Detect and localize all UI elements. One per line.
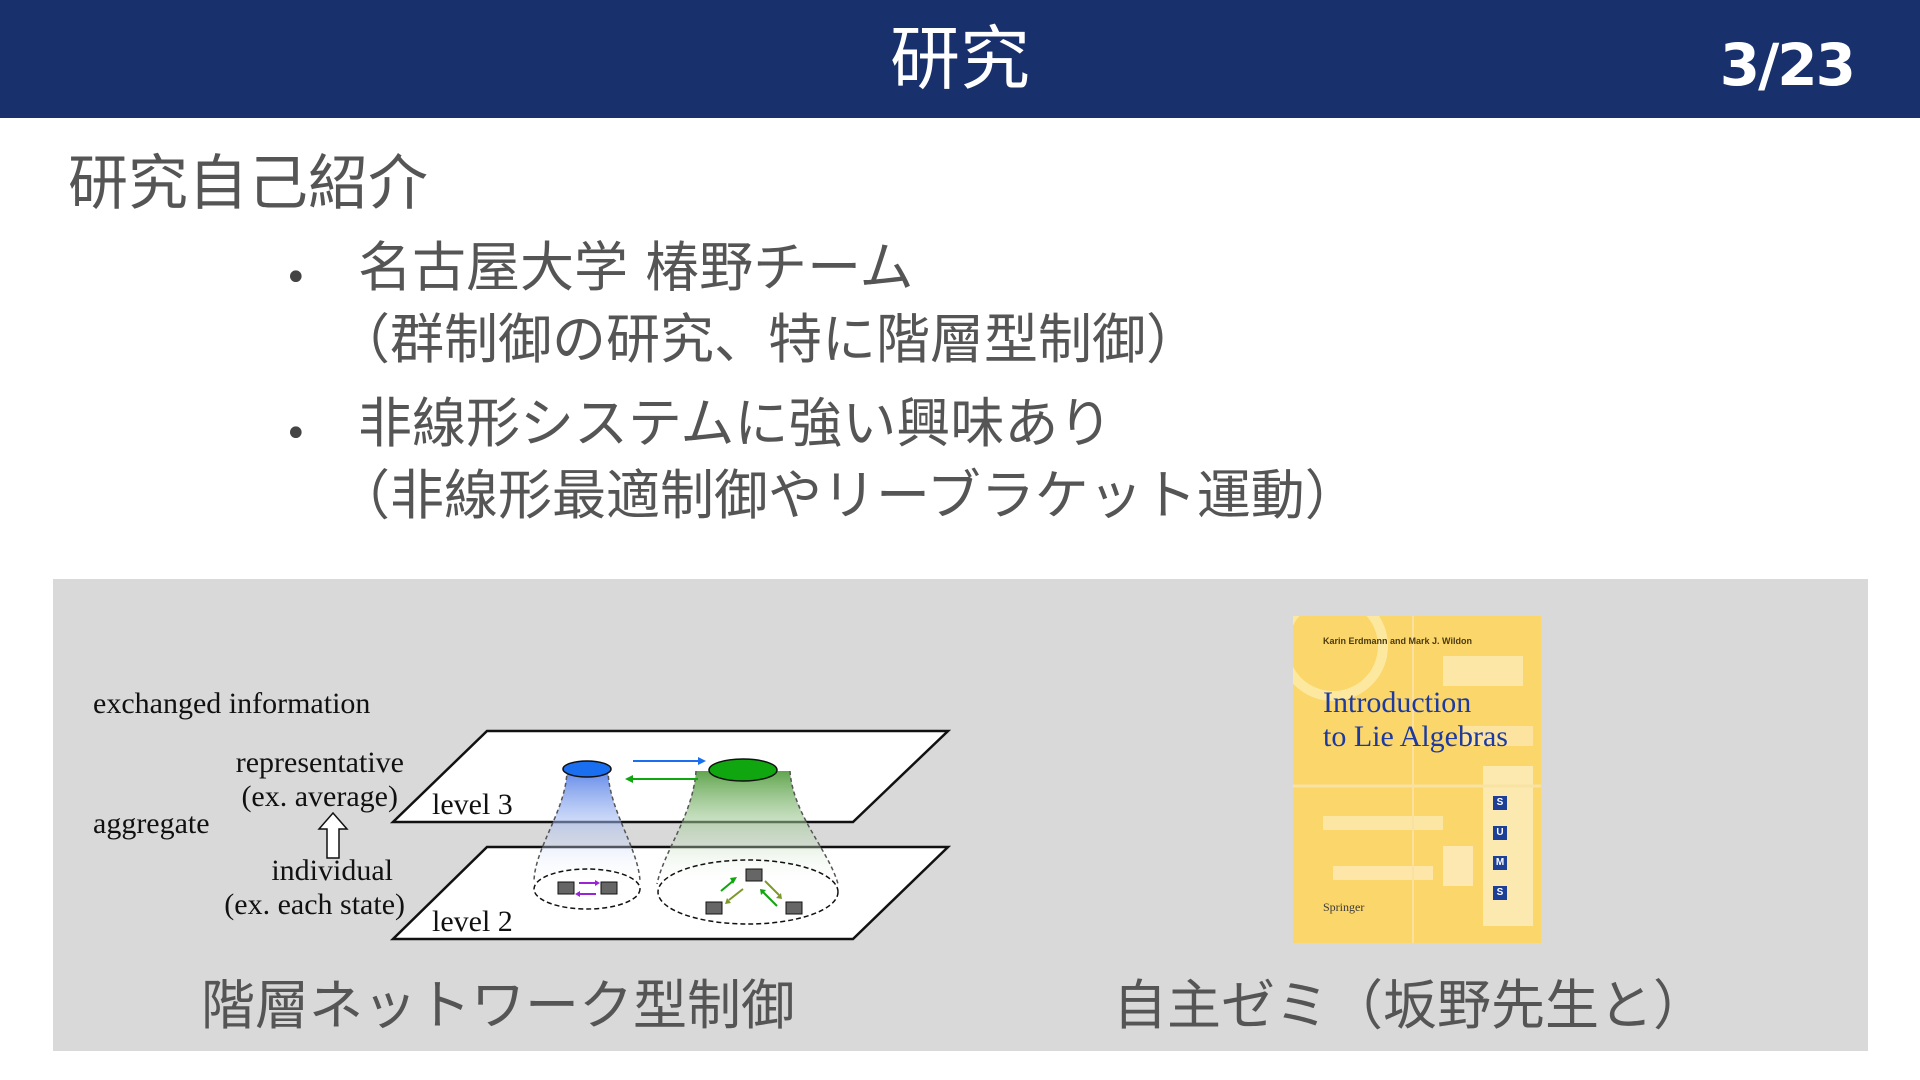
level-3-label: level 3 — [432, 788, 513, 821]
green-representative-node — [708, 758, 778, 782]
bullet-sub-text: （群制御の研究、特に階層型制御） — [336, 308, 1200, 371]
agent-node — [705, 901, 723, 915]
individual-label: individual — [271, 854, 393, 887]
representative-example-label: (ex. average) — [241, 780, 398, 813]
blue-representative-node — [562, 760, 612, 778]
bullet-main-text: 名古屋大学 椿野チーム — [358, 236, 914, 299]
agent-node — [600, 881, 618, 895]
right-caption: 自主ゼミ（坂野先生と） — [1113, 974, 1707, 1037]
bullet-item: • 非線形システムに強い興味あり （非線形最適制御やリーブラケット運動） — [270, 388, 1359, 532]
series-letter: M — [1493, 856, 1507, 870]
slide-header: 研究 3/23 — [0, 0, 1920, 118]
book-title-line: to Lie Algebras — [1323, 720, 1508, 753]
page-number: 3/23 — [1719, 31, 1856, 99]
book-publisher: Springer — [1323, 900, 1365, 914]
lie-algebras-book-cover: Karin Erdmann and Mark J. Wildon Introdu… — [1293, 616, 1541, 943]
book-title: Introduction to Lie Algebras — [1323, 686, 1508, 754]
agent-node — [557, 881, 575, 895]
green-group-boundary — [657, 859, 839, 925]
aggregate-label: aggregate — [93, 807, 210, 840]
bullet-list: • 名古屋大学 椿野チーム （群制御の研究、特に階層型制御） • 非線形システム… — [270, 232, 1359, 532]
agent-node — [785, 901, 803, 915]
representative-label: representative — [236, 746, 404, 779]
hierarchical-network-diagram: exchanged information representative (ex… — [93, 687, 952, 941]
book-title-line: Introduction — [1323, 686, 1472, 719]
exchanged-information-label: exchanged information — [93, 687, 370, 720]
up-arrow-icon — [317, 811, 349, 859]
individual-example-label: (ex. each state) — [224, 888, 405, 921]
image-panel: exchanged information representative (ex… — [53, 579, 1868, 1051]
level-3-plane — [389, 729, 952, 824]
agent-node — [745, 868, 763, 882]
level-2-label: level 2 — [432, 905, 513, 938]
book-authors: Karin Erdmann and Mark J. Wildon — [1323, 636, 1472, 646]
bullet-dot: • — [284, 411, 308, 457]
series-letter: S — [1493, 796, 1507, 810]
left-caption: 階層ネットワーク型制御 — [201, 974, 795, 1037]
blue-group-boundary — [533, 868, 641, 910]
bullet-sub-text: （非線形最適制御やリーブラケット運動） — [336, 464, 1359, 527]
slide-title: 研究 — [890, 18, 1030, 100]
green-funnel — [657, 771, 838, 884]
section-heading: 研究自己紹介 — [68, 149, 428, 219]
bullet-dot: • — [284, 255, 308, 301]
series-letter: S — [1493, 886, 1507, 900]
bullet-main-text: 非線形システムに強い興味あり — [358, 392, 1113, 455]
blue-funnel — [534, 769, 640, 881]
series-letter: U — [1493, 826, 1507, 840]
bullet-item: • 名古屋大学 椿野チーム （群制御の研究、特に階層型制御） — [270, 232, 1359, 376]
